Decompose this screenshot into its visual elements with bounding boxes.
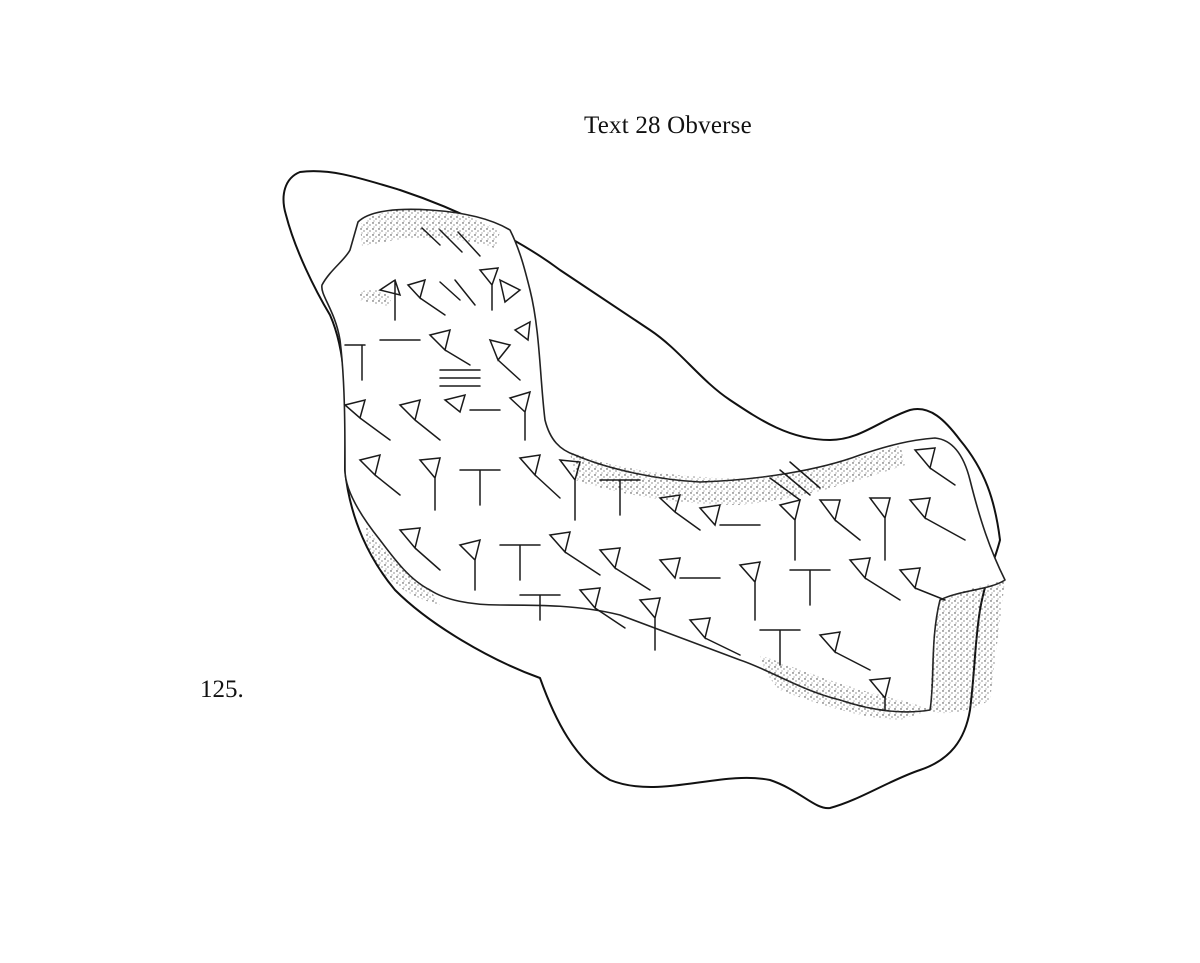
damage-top: [360, 209, 500, 248]
tablet-outline: [282, 170, 1001, 810]
damage-lower-left: [365, 525, 440, 605]
figure-title: Text 28 Obverse: [584, 112, 752, 139]
damage-upper-right: [570, 445, 905, 505]
damage-right-edge: [930, 580, 1005, 714]
damage-small: [360, 290, 392, 306]
damage-bottom: [760, 655, 930, 720]
cuneiform-wedges: [343, 227, 966, 711]
plate-number: 125.: [200, 676, 244, 703]
